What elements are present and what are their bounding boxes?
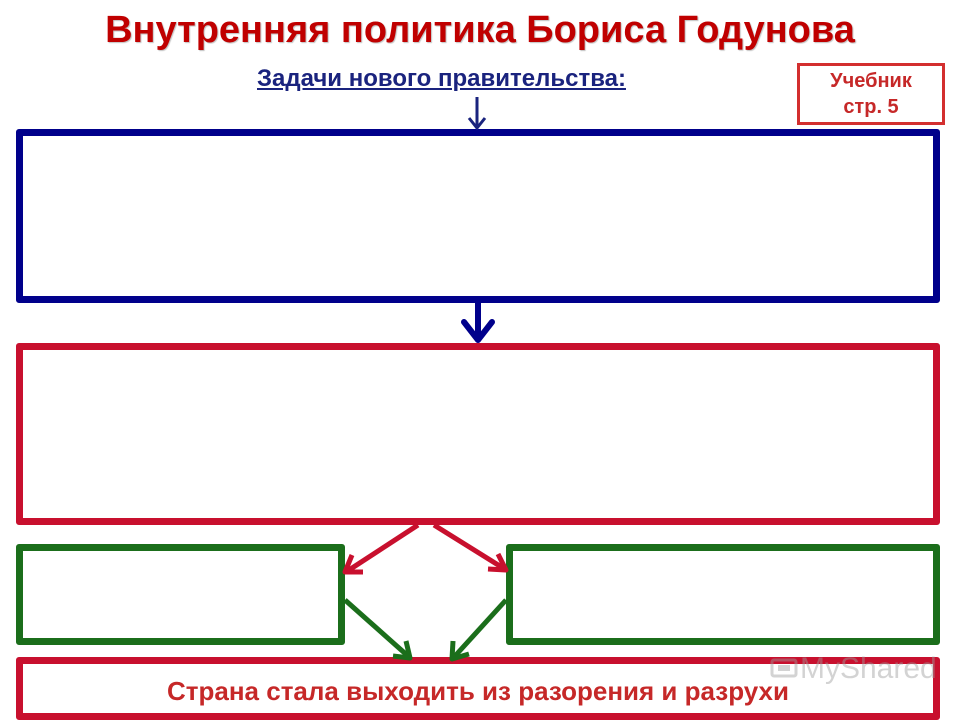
watermark-text: MyShared <box>800 652 937 685</box>
textbook-reference-box: Учебник стр. 5 <box>797 63 945 125</box>
textbook-label: Учебник <box>830 70 912 92</box>
result-box: Страна стала выходить из разорения и раз… <box>16 657 940 720</box>
arrow-tasks-to-measures <box>461 303 495 343</box>
arrow-left-to-result <box>343 598 413 661</box>
watermark-icon <box>770 658 798 678</box>
watermark-logo: MyShared <box>770 652 937 686</box>
arrow-right-to-result <box>449 598 508 662</box>
arrow-measures-to-left <box>342 522 420 575</box>
measures-box <box>16 343 940 525</box>
right-outcome-box <box>506 544 940 645</box>
subtitle-link[interactable]: Задачи нового правительства: <box>257 65 626 92</box>
result-text: Страна стала выходить из разорения и раз… <box>167 676 789 706</box>
page-title: Внутренняя политика Бориса Годунова <box>105 9 855 51</box>
tasks-box <box>16 129 940 303</box>
arrow-measures-to-right <box>432 522 509 573</box>
arrow-subtitle-to-tasks <box>467 97 487 131</box>
textbook-page: стр. 5 <box>843 96 899 118</box>
left-outcome-box <box>16 544 345 645</box>
